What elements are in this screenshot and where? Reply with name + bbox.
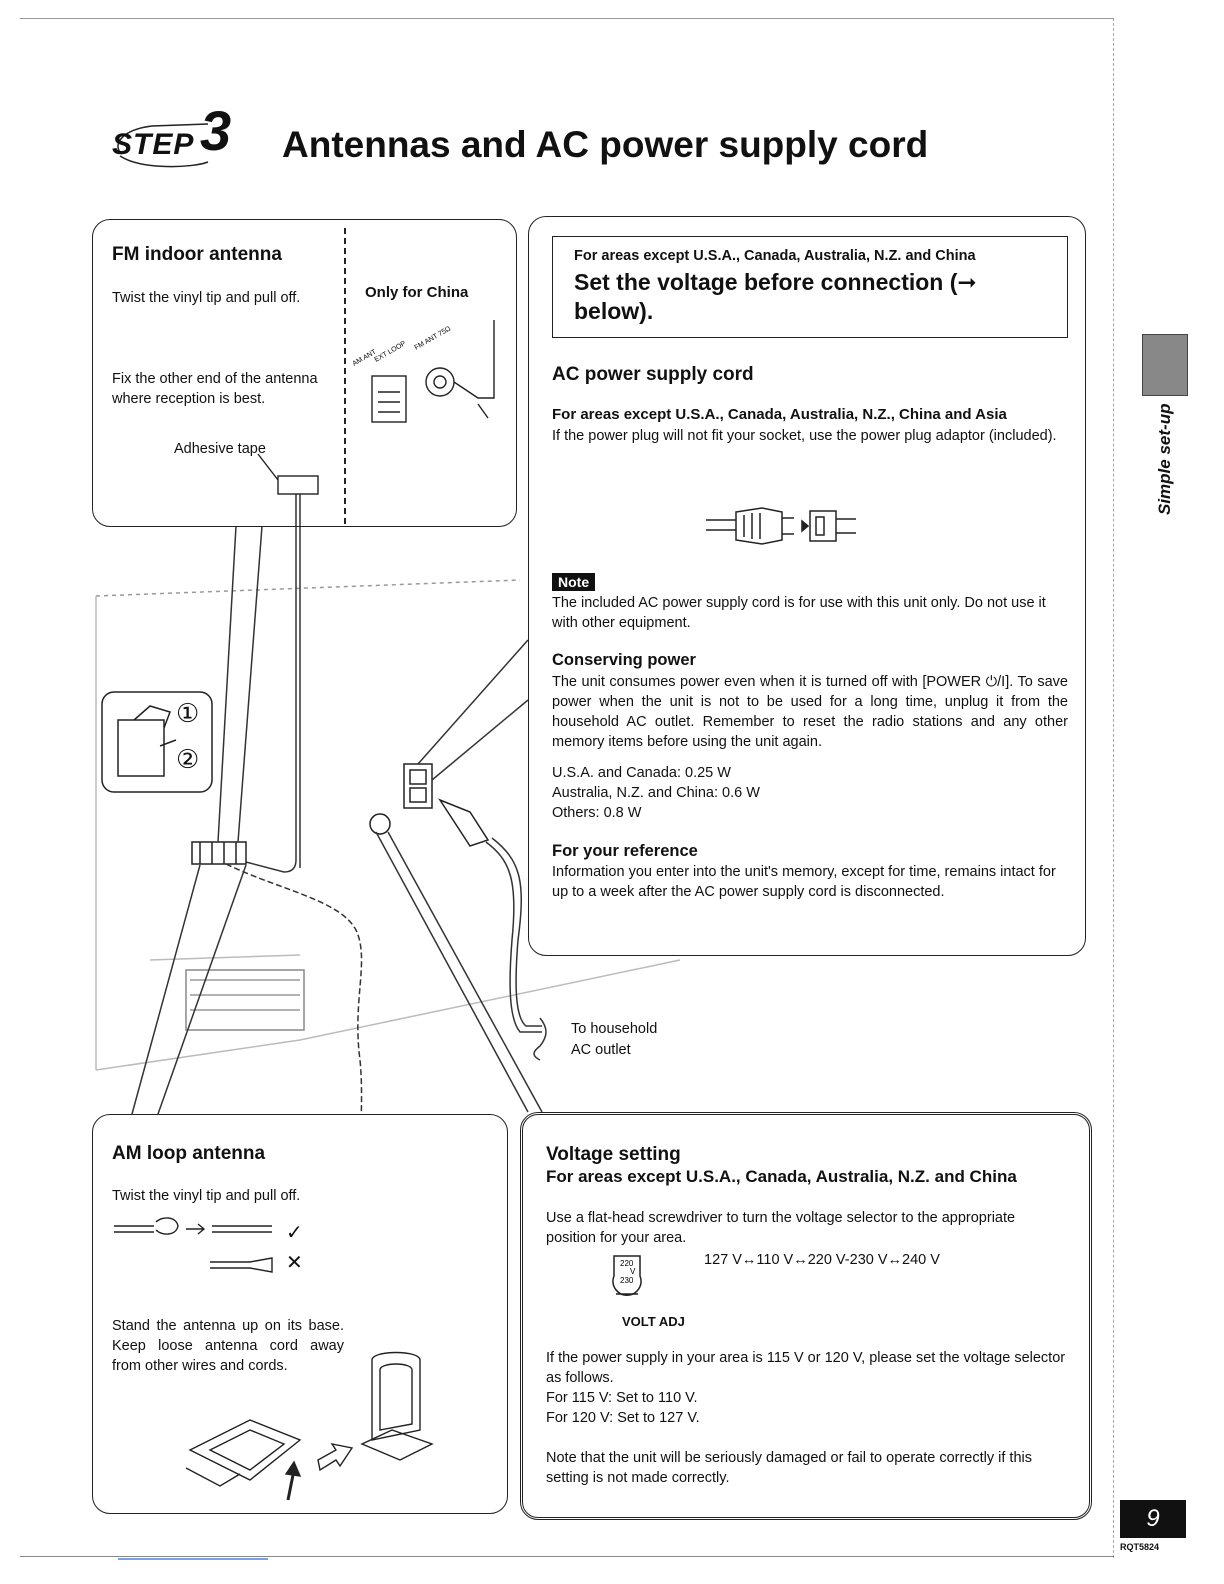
note-badge: Note [552,573,596,591]
conserving-power-text: The unit consumes power even when it is … [552,674,1068,750]
document-code: RQT5824 [1120,1542,1160,1552]
voltage-supply-intro: If the power supply in your area is 115 … [546,1350,1066,1386]
fm-ant-term-label: FM ANT 75Ω [414,325,453,351]
reference-text: Information you enter into the unit's me… [552,864,1056,900]
step-label: STEP [112,128,195,161]
china-only-label: Only for China [365,284,469,301]
page-title: Antennas and AC power supply cord [282,124,929,165]
step-number: 3 [200,99,232,162]
volt-adj-label: VOLT ADJ [622,1314,685,1329]
right-rule [1113,18,1114,1558]
voltage-text: Use a flat-head screwdriver to turn the … [546,1210,1016,1246]
warning-areas: For areas except U.S.A., Canada, Austral… [574,248,976,264]
top-rule [20,18,1114,19]
voltage-note: Note that the unit will be seriously dam… [546,1450,1032,1486]
ac-cord-panel [528,216,1086,956]
dial-220: 220 [620,1259,634,1268]
standby-others: Others: 0.8 W [552,805,642,821]
am-loop-illustration [185,1351,434,1501]
side-tab-marker [1142,334,1188,396]
circled-two-icon: ② [176,744,200,774]
fm-antenna-title: FM indoor antenna [112,244,282,265]
standby-aus: Australia, N.Z. and China: 0.6 W [552,785,760,801]
voltage-setting-title: Voltage setting [546,1144,681,1165]
outlet-label-line2: AC outlet [571,1042,631,1058]
am-step-1: Twist the vinyl tip and pull off. [112,1188,301,1204]
am-wire-illustration [114,1217,273,1273]
check-icon: ✓ [286,1222,303,1244]
ac-cord-title: AC power supply cord [552,364,754,385]
am-antenna-title: AM loop antenna [112,1143,266,1164]
section-label: Simple set-up [1155,403,1174,515]
circled-one-icon: ① [176,698,200,728]
outlet-label: To household AC outlet [571,1019,657,1061]
dial-v: V [630,1267,636,1276]
bottom-rule [20,1556,1114,1557]
volt-dial-icon: 220 V 230 [612,1255,642,1296]
voltage-supply-notes: If the power supply in your area is 115 … [546,1348,1066,1428]
voltage-115: For 115 V: Set to 110 V. [546,1390,698,1406]
fm-divider [344,228,346,524]
am-step-2: Stand the antenna up on its base. Keep l… [112,1318,344,1374]
voltage-warning-box [552,236,1068,338]
page-number: 9 [1120,1500,1186,1538]
conserving-power-title: Conserving power [552,651,696,669]
ext-loop-term-label: EXT LOOP [374,340,408,364]
am-antenna-panel [92,1114,508,1514]
fm-step-1: Twist the vinyl tip and pull off. [112,290,301,306]
fm-panel-illustration: AM ANT EXT LOOP FM ANT 75Ω [257,320,495,526]
standby-usa: U.S.A. and Canada: 0.25 W [552,765,731,781]
fm-step-2: Fix the other end of the antenna where r… [112,371,318,407]
dial-230: 230 [620,1276,634,1285]
blue-rule [118,1558,268,1560]
cross-icon: ✕ [286,1252,303,1274]
outlet-label-line1: To household [571,1021,658,1037]
note-text: The included AC power supply cord is for… [552,595,1046,631]
warning-main: Set the voltage before connection (➞ bel… [574,269,977,324]
voltage-areas: For areas except U.S.A., Canada, Austral… [546,1167,1017,1186]
adhesive-tape-label: Adhesive tape [174,441,266,457]
standby-power-values: U.S.A. and Canada: 0.25 W Australia, N.Z… [552,763,760,823]
voltage-120: For 120 V: Set to 127 V. [546,1410,700,1426]
voltage-setting-panel [520,1112,1092,1520]
voltage-range: 127 V↔110 V↔220 V-230 V↔240 V [704,1252,940,1268]
ac-areas: For areas except U.S.A., Canada, Austral… [552,406,1007,423]
adaptor-text: If the power plug will not fit your sock… [552,428,1057,444]
step-oval-icon [117,123,209,168]
plug-adaptor-icon [706,507,856,545]
reference-title: For your reference [552,842,698,860]
